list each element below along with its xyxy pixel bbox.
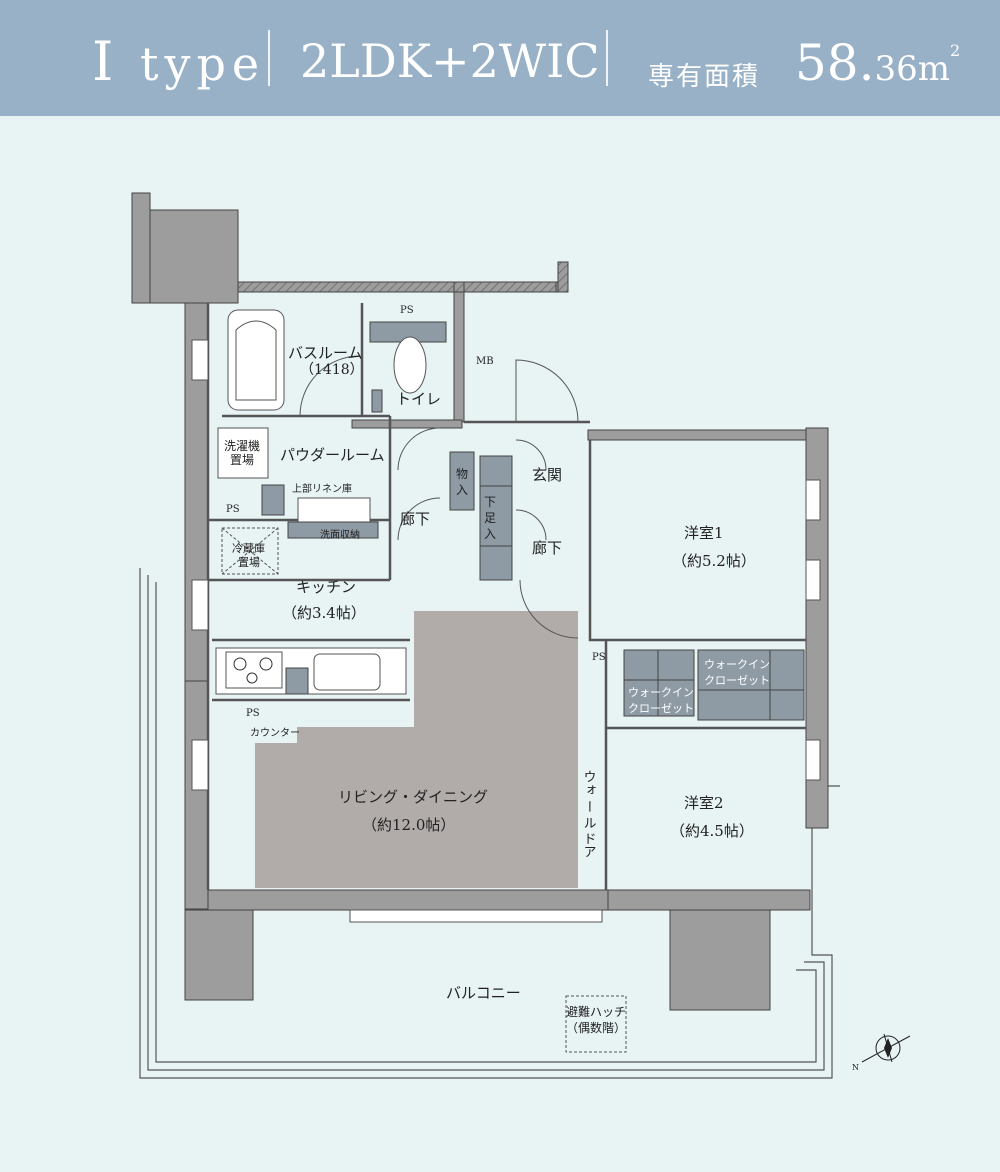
label-washer-2: 置場 — [230, 453, 254, 467]
label-wall-door-4: ドア — [581, 832, 596, 858]
wic-1 — [623, 649, 695, 717]
unit-type: I type — [92, 30, 265, 93]
type-letter: I — [92, 30, 120, 93]
kitchen-sink — [313, 653, 381, 691]
label-western2: 洋室2 — [684, 794, 724, 812]
header-divider — [606, 30, 608, 86]
washer-space — [217, 427, 269, 479]
wall-hatch-top — [237, 281, 557, 293]
label-western1-size: （約5.2帖） — [672, 552, 756, 570]
label-ps-right: PS — [592, 652, 606, 663]
bathtub — [227, 309, 285, 411]
label-western1: 洋室1 — [684, 524, 724, 542]
interior-walls — [206, 303, 806, 890]
label-shoe-3: 入 — [484, 527, 496, 541]
escape-hatch — [565, 995, 627, 1053]
label-hatch-2: （偶数階） — [566, 1020, 626, 1035]
label-counter: カウンター — [250, 727, 300, 739]
label-wic-right-2: クローゼット — [704, 674, 770, 687]
living-dining-floor — [255, 611, 578, 888]
north-label: N — [852, 1063, 859, 1072]
label-toilet: トイレ — [396, 390, 441, 408]
label-shoe-1: 下 — [484, 495, 496, 509]
label-western2-size: （約4.5帖） — [670, 822, 754, 840]
label-bathroom: バスルーム — [288, 344, 363, 362]
label-kitchen-size: （約3.4帖） — [282, 604, 366, 622]
toilet-bowl — [393, 336, 427, 394]
doors — [299, 355, 579, 639]
label-bathroom-size: （1418） — [300, 362, 364, 378]
linen-shelf — [261, 484, 285, 516]
label-living-size: （約12.0帖） — [362, 816, 455, 834]
label-wall-door-1: ウォ — [581, 770, 596, 796]
type-word: type — [139, 37, 266, 91]
label-hall-right: 廊下 — [532, 539, 562, 557]
label-storage-1: 物 — [456, 467, 468, 481]
label-living: リビング・ダイニング — [338, 788, 488, 806]
label-ps-kitchen: PS — [246, 708, 260, 719]
label-linen: 上部リネン庫 — [292, 482, 352, 495]
stove — [225, 651, 283, 689]
wall-hatch-side — [557, 261, 569, 293]
vanity-sink — [297, 497, 371, 523]
label-washer-1: 洗濯機 — [224, 438, 260, 453]
label-powder-room: パウダールーム — [280, 446, 385, 464]
label-storage-2: 入 — [456, 483, 468, 497]
label-entrance: 玄関 — [532, 466, 562, 484]
label-fridge-1: 冷蔵庫 — [232, 541, 265, 555]
label-mb: MB — [476, 356, 494, 367]
label-fridge-2: 置場 — [238, 556, 260, 569]
label-wic-left-1: ウォークイン — [628, 686, 694, 699]
windows — [191, 339, 821, 923]
shoe-closet — [479, 455, 513, 581]
label-hatch-1: 避難ハッチ — [566, 1004, 626, 1019]
label-kitchen: キッチン — [296, 578, 356, 596]
storage-closet — [449, 451, 475, 511]
header-divider — [268, 30, 270, 86]
area-value: 58.36m2 — [795, 34, 961, 92]
label-wall-door-3: ル — [581, 816, 596, 829]
compass: N — [852, 1033, 911, 1072]
layout-type: 2LDK+2WIC — [300, 34, 600, 88]
label-vanity-storage: 洗面収納 — [320, 528, 360, 541]
label-wic-right-1: ウォークイン — [704, 658, 770, 671]
label-hall-left: 廊下 — [400, 510, 430, 528]
label-wall-door-2: ー — [581, 800, 596, 813]
floor-plan: N バスルーム （1418） PS トイレ MB パウダールーム 洗濯機 置場 … — [131, 192, 911, 1079]
label-shoe-2: 足 — [484, 511, 496, 525]
label-balcony: バルコニー — [446, 984, 521, 1002]
label-ps-top: PS — [400, 305, 414, 316]
plan-header: I type 2LDK+2WIC 専有面積 58.36m2 — [0, 0, 1000, 116]
wic-2 — [697, 649, 805, 721]
area-label: 専有面積 — [648, 62, 761, 92]
label-wic-left-2: クローゼット — [628, 702, 694, 715]
label-ps-powder: PS — [226, 504, 240, 515]
fridge-space — [221, 527, 279, 575]
vanity-storage-box — [287, 521, 379, 539]
